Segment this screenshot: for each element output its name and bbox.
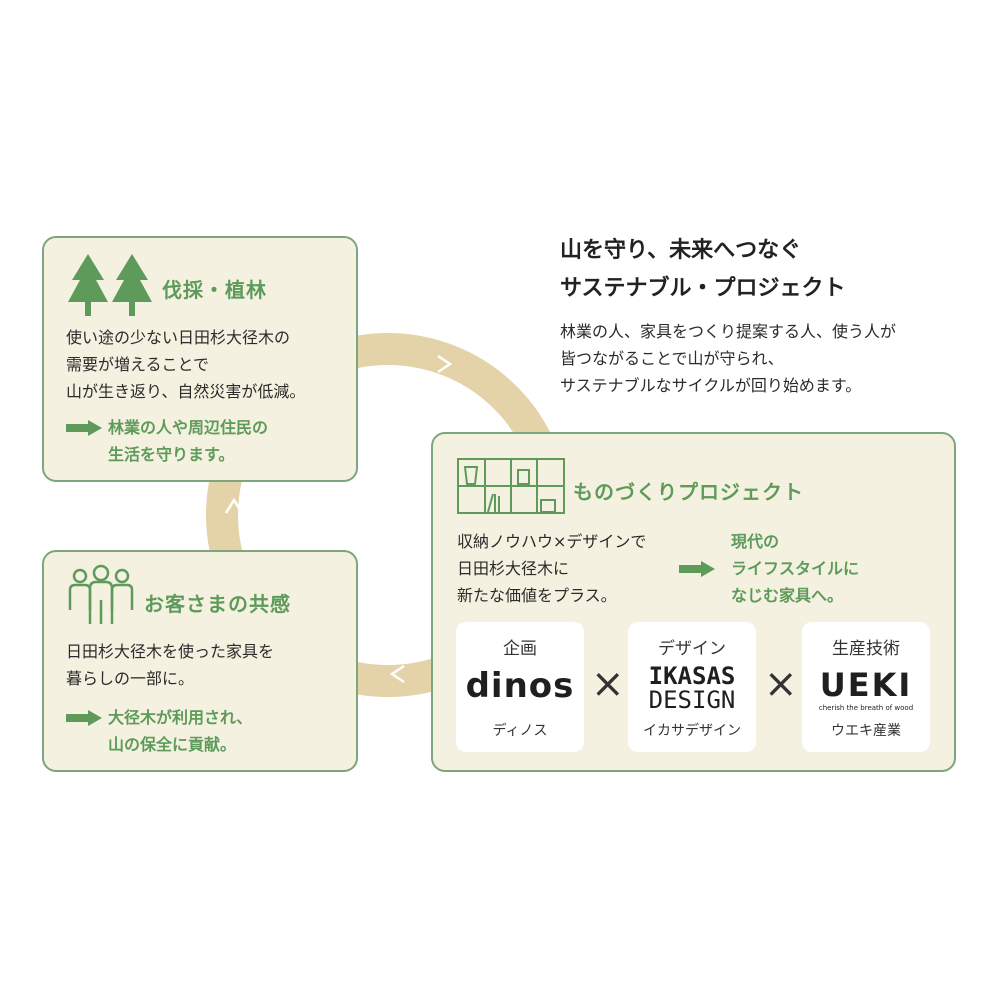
partner-name: ディノス [492,723,548,739]
shelf-icon [457,458,565,514]
felling-body-line: 需要が増えることで [66,355,210,374]
monozukuri-body-line: 収納ノウハウ×デザインで [457,532,647,551]
flow-arrow-top [437,354,453,374]
people-icon [68,564,134,624]
monozukuri-result-line: ライフスタイルに [731,559,860,578]
ueki-tagline: cherish the breath of wood [818,704,914,712]
felling-result: 林業の人や周辺住民の 生活を守ります。 [108,414,268,468]
monozukuri-body: 収納ノウハウ×デザインで 日田杉大径木に 新たな価値をプラス。 [457,528,646,609]
headline-line-1: 山を守り、未来へつなぐ [560,238,802,263]
empathy-title: お客さまの共感 [144,592,291,616]
ikasas-design-logo: IKASAS DESIGN [628,664,756,712]
times-symbol: × [591,661,625,707]
felling-result-line: 林業の人や周辺住民の [108,418,269,437]
empathy-body: 日田杉大径木を使った家具を 暮らしの一部に。 [66,638,274,692]
felling-body-line: 使い途の少ない日田杉大径木の [66,328,291,347]
logo-line-2: DESIGN [648,686,736,714]
felling-body-line: 山が生き返り、自然災害が低減。 [66,382,306,401]
flow-arrow-left [224,497,244,514]
partner-role: デザイン [658,639,726,659]
intro-text: 林業の人、家具をつくり提案する人、使う人が 皆つながることで山が守られ、 サステ… [560,318,896,399]
intro-line-3: サステナブルなサイクルが回り始めます。 [560,376,862,395]
dinos-logo: dinos [465,666,575,706]
tree-icon [68,254,152,316]
empathy-result: 大径木が利用され、 山の保全に貢献。 [108,704,252,758]
monozukuri-result-line: 現代の [731,532,780,551]
monozukuri-result: 現代の ライフスタイルに なじむ家具へ。 [731,528,859,609]
partner-dinos: 企画 dinos ディノス [456,622,584,752]
intro-line-2: 皆つながることで山が守られ、 [560,349,784,368]
right-arrow-icon [66,710,102,726]
intro-line-1: 林業の人、家具をつくり提案する人、使う人が [560,322,897,341]
headline-line-2: サステナブル・プロジェクト [560,276,846,301]
monozukuri-body-line: 新たな価値をプラス。 [457,586,617,605]
monozukuri-result-line: なじむ家具へ。 [731,586,844,605]
monozukuri-title: ものづくりプロジェクト [573,480,804,504]
partner-role: 生産技術 [832,639,900,659]
empathy-body-line: 暮らしの一部に。 [66,669,195,688]
empathy-result-line: 大径木が利用され、 [108,708,253,727]
partner-ikasas: デザイン IKASAS DESIGN イカサデザイン [628,622,756,752]
right-arrow-icon [679,561,715,577]
ueki-logo: UEKI [819,666,913,704]
right-arrow-icon [66,420,102,436]
partner-ueki: 生産技術 UEKI cherish the breath of wood ウエキ… [802,622,930,752]
monozukuri-body-line: 日田杉大径木に [457,559,570,578]
empathy-body-line: 日田杉大径木を使った家具を [66,642,275,661]
logo-line-1: IKASAS [648,662,736,690]
felling-title: 伐採・植林 [162,278,267,302]
headline: 山を守り、未来へつなぐ サステナブル・プロジェクト [560,232,846,308]
felling-card: 伐採・植林 使い途の少ない日田杉大径木の 需要が増えることで 山が生き返り、自然… [42,236,358,482]
empathy-card: お客さまの共感 日田杉大径木を使った家具を 暮らしの一部に。 大径木が利用され、… [42,550,358,772]
felling-body: 使い途の少ない日田杉大径木の 需要が増えることで 山が生き返り、自然災害が低減。 [66,324,305,405]
empathy-result-line: 山の保全に貢献。 [108,735,237,754]
felling-result-line: 生活を守ります。 [108,445,235,464]
flow-arrow-bottom [389,664,405,684]
partner-role: 企画 [503,639,537,659]
partner-name: イカサデザイン [643,723,741,739]
times-symbol: × [764,661,798,707]
partner-name: ウエキ産業 [831,723,901,739]
